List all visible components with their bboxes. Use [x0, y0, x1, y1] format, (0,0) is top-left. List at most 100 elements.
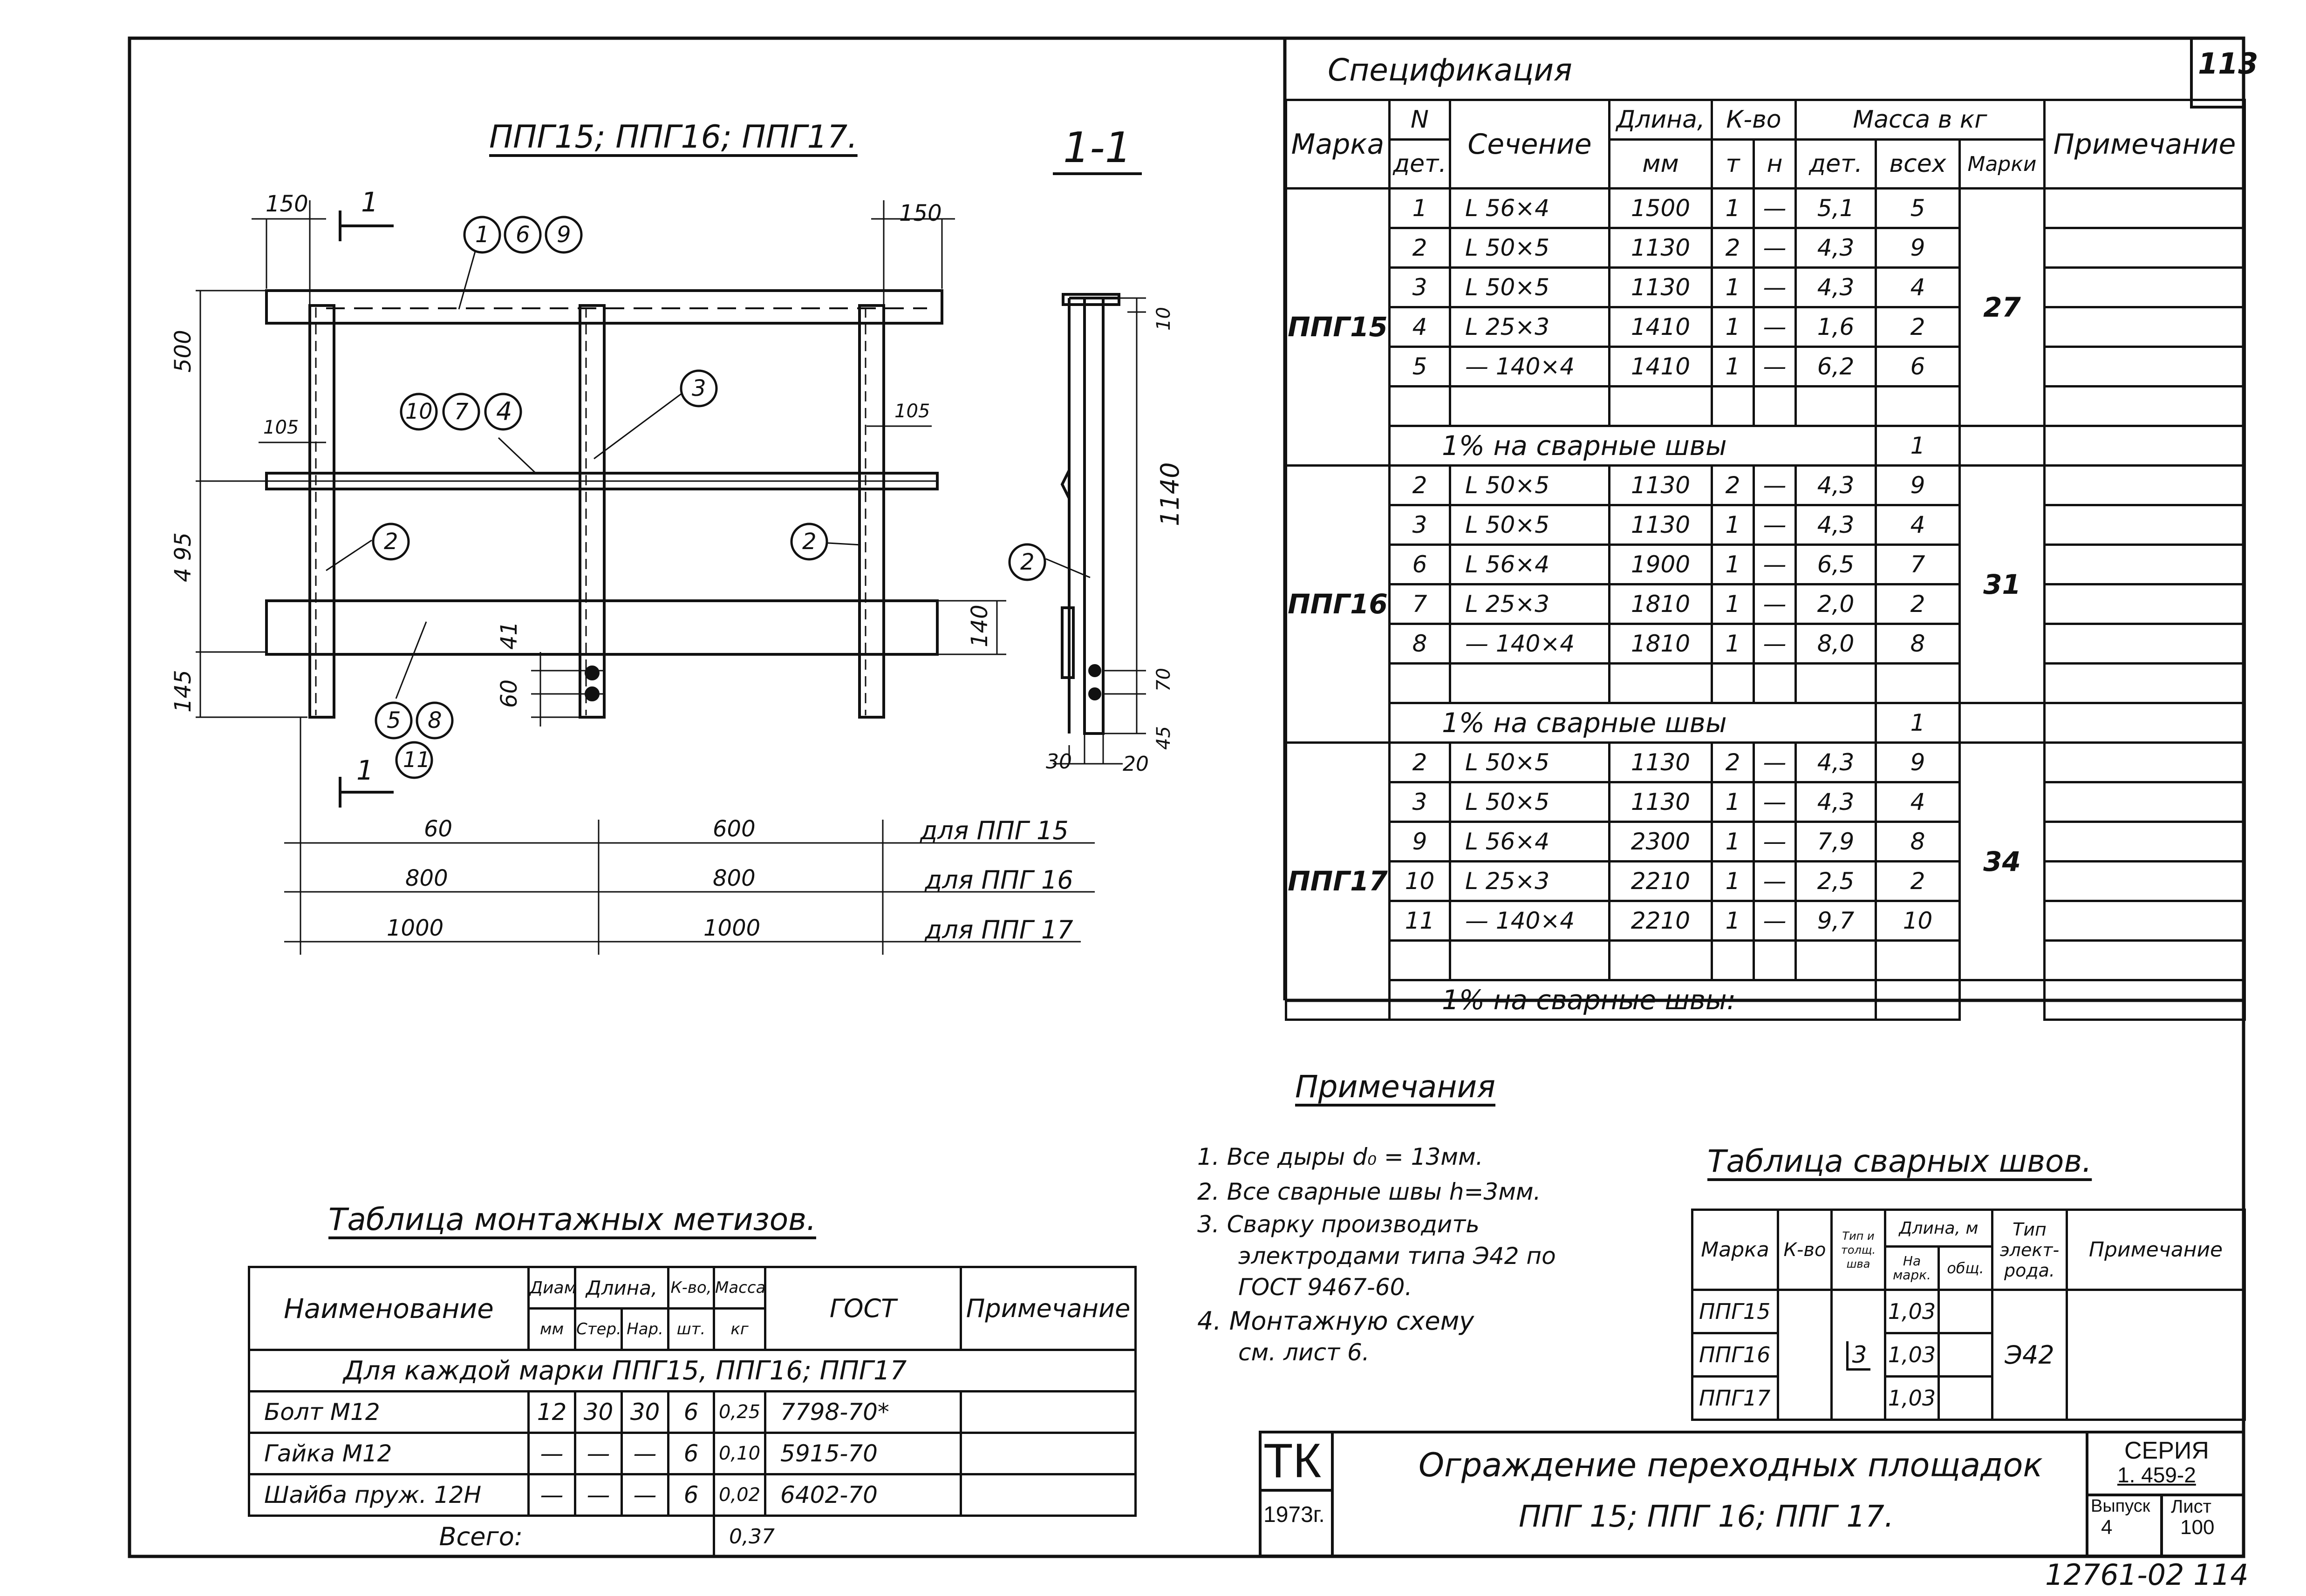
hw-cell-qty: 6 [667, 1432, 716, 1475]
hw-total-label: Всего: [249, 1515, 716, 1556]
spec-cell-mass-det: 9,7 [1794, 900, 1877, 942]
spec-cell-mass-det: 4,3 [1794, 227, 1877, 269]
spec-weld-row: 1% на сварные швы 1 [1286, 425, 2246, 467]
span-a-16: 800 [405, 865, 448, 891]
weld-cell-len: 1,03 [1884, 1332, 1940, 1378]
spec-cell-mass-all: 5 [1875, 187, 1961, 229]
spec-cell-t: 1 [1711, 266, 1755, 308]
spec-weld-value: 1 [1875, 702, 1961, 744]
hw-cell-gost: 5915-70 [764, 1432, 962, 1475]
note-3-line3: ГОСТ 9467-60. [1238, 1274, 1412, 1301]
spec-cell-t: 1 [1711, 306, 1755, 348]
spec-row: 5 — 140×4 1410 1 — 6,2 6 [1286, 346, 2246, 387]
archive-number: 12761-02 114 [2045, 1558, 2249, 1592]
spec-cell-n: 2 [1388, 741, 1451, 783]
hw-cell-mass: 0,25 [713, 1390, 767, 1434]
spec-cell-note [2043, 306, 2246, 348]
spec-cell-note [2043, 781, 2246, 823]
spec-header-section: Сечение [1449, 99, 1610, 190]
spec-cell-t: 1 [1711, 623, 1755, 665]
spec-cell-section: L 50×5 [1449, 781, 1610, 823]
weld-cell-electrode: Э42 [1991, 1289, 2068, 1421]
spec-row: 11 — 140×4 2210 1 — 9,7 10 [1286, 900, 2246, 942]
titleblock-issue-label: Выпуск [2091, 1496, 2150, 1516]
spec-cell-note [2043, 504, 2246, 546]
dim-10: 10 [1153, 307, 1174, 331]
dim-20: 20 [1123, 752, 1149, 776]
callout-11: 11 [403, 747, 430, 772]
dim-150-left: 150 [266, 191, 308, 217]
title-block-frame [1259, 1431, 2245, 1557]
spec-weld-label: 1% на сварные швы: [1388, 979, 1876, 1021]
drawing-title: ППГ15; ППГ16; ППГ17. [489, 119, 858, 156]
weld-header-note: Примечание [2066, 1209, 2246, 1291]
callout-8: 8 [428, 707, 442, 733]
spec-weld-label: 1% на сварные швы [1388, 702, 1876, 744]
spec-cell-mass-all: 2 [1875, 583, 1961, 625]
spec-cell-mass-all: 8 [1875, 821, 1961, 863]
spec-cell-length: 1130 [1608, 464, 1713, 506]
spec-cell-mass-det: 4,3 [1794, 504, 1877, 546]
spec-cell-mass-all: 9 [1875, 464, 1961, 506]
spec-row: 4 L 25×3 1410 1 — 1,6 2 [1286, 306, 2246, 348]
spec-cell-mass-all: 9 [1875, 227, 1961, 269]
spec-cell-t: 1 [1711, 781, 1755, 823]
callout-7: 7 [454, 399, 469, 425]
spec-cell-section: L 50×5 [1449, 741, 1610, 783]
spec-cell-h: — [1753, 306, 1797, 348]
section-title: 1-1 [1053, 123, 1142, 175]
table-row: Шайба пруж. 12Н — — — 6 0,02 6402-70 [248, 1473, 1137, 1517]
spec-cell-section: L 50×5 [1449, 266, 1610, 308]
titleblock-series-label: СЕРИЯ [2124, 1437, 2209, 1464]
titleblock-title-1: Ограждение переходных площадок [1419, 1446, 2043, 1484]
dim-105-right: 105 [894, 401, 930, 422]
weld-header-len-total: общ. [1938, 1245, 1993, 1291]
callout-2-section: 2 [1020, 549, 1035, 575]
spec-header-t: т [1711, 138, 1755, 190]
span-b-17: 1000 [703, 915, 761, 941]
spec-cell-section: L 56×4 [1449, 821, 1610, 863]
spec-cell-section: L 56×4 [1449, 543, 1610, 585]
hw-header-diam-unit: мм [527, 1307, 576, 1351]
spec-cell-h: — [1753, 346, 1797, 387]
hw-header-rod: Стер. [574, 1307, 623, 1351]
section-view-drawing [1045, 293, 1146, 765]
spec-header-length-unit: мм [1608, 138, 1713, 190]
spec-cell-mass-all: 6 [1875, 346, 1961, 387]
dim-1140: 1140 [1155, 462, 1185, 526]
spec-cell-h: — [1753, 900, 1797, 942]
spec-header-note: Примечание [2043, 99, 2246, 190]
spec-cell-h: — [1753, 781, 1797, 823]
sheet-number: 113 [2198, 47, 2258, 81]
spec-weld-row: 1% на сварные швы: [1286, 979, 2246, 1021]
spec-row-empty [1286, 385, 2246, 427]
note-4-line2: см. лист 6. [1238, 1339, 1370, 1366]
post-right [858, 304, 885, 719]
hw-cell-note [960, 1432, 1137, 1475]
dim-45: 45 [1153, 726, 1174, 750]
spec-cell-n: 10 [1388, 860, 1451, 902]
dim-60: 60 [496, 679, 522, 708]
spec-cell-length: 1130 [1608, 781, 1713, 823]
spec-cell-mass-det: 2,0 [1794, 583, 1877, 625]
weld-cell-len: 1,03 [1884, 1375, 1940, 1421]
hw-cell-gost: 7798-70* [764, 1390, 962, 1434]
spec-cell-mass-det: 4,3 [1794, 741, 1877, 783]
callout-circle [463, 216, 501, 254]
spec-cell-length: 1810 [1608, 623, 1713, 665]
weld-header-type: Тип и толщ. шва [1830, 1209, 1886, 1291]
spec-cell-n: 5 [1388, 346, 1451, 387]
hw-header-mass-unit: кг [713, 1307, 767, 1351]
weld-cell-total [1938, 1332, 1993, 1378]
spec-cell-mass-all: 4 [1875, 266, 1961, 308]
toe-board [265, 599, 939, 656]
spec-header-mass: Масса в кг [1794, 99, 2046, 141]
span-label-17: для ППГ 17 [925, 915, 1073, 944]
spec-row: ППГ16 2 L 50×5 1130 2 — 4,3 9 31 [1285, 464, 2246, 744]
spec-cell-h: — [1753, 860, 1797, 902]
hw-cell-len1: — [574, 1473, 623, 1517]
titleblock-sheet: 100 [2180, 1516, 2215, 1539]
spec-cell-h: — [1753, 504, 1797, 546]
note-2: 2. Все сварные швы h=3мм. [1197, 1178, 1541, 1205]
spec-cell-section: — 140×4 [1449, 623, 1610, 665]
